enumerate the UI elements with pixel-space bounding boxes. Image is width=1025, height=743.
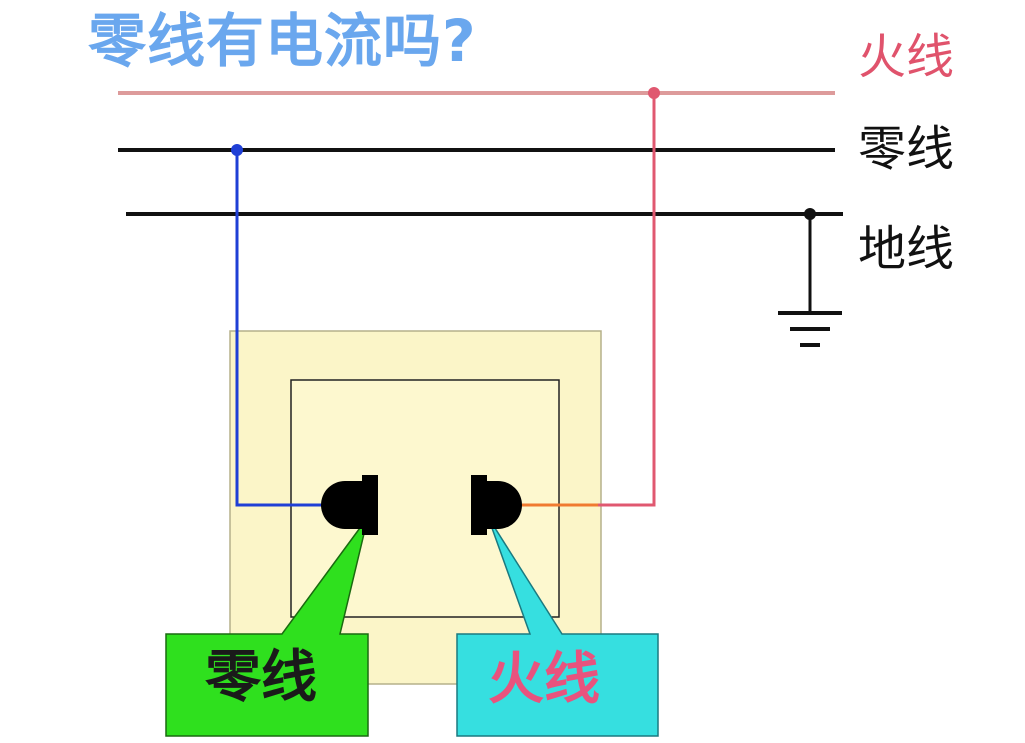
callout-neutral-label: 零线 [205,645,317,710]
live-junction-dot [648,87,660,99]
neutral-terminal [321,475,378,535]
neutral-drop-wire [235,150,330,507]
neutral-junction-dot [231,144,243,156]
diagram-title: 零线有电流吗? [88,7,477,75]
callout-neutral-balloon [165,516,369,737]
callout-live-balloon [456,516,659,737]
ground-wire-label: 地线 [858,221,955,277]
ground-junction-dot [804,208,816,220]
ground-symbol-icon [778,311,842,347]
callout-live-label: 火线 [488,647,600,712]
live-wire-label: 火线 [858,29,955,85]
live-terminal [471,475,522,535]
neutral-wire-label: 零线 [858,121,955,177]
live-drop-wire [596,93,656,507]
